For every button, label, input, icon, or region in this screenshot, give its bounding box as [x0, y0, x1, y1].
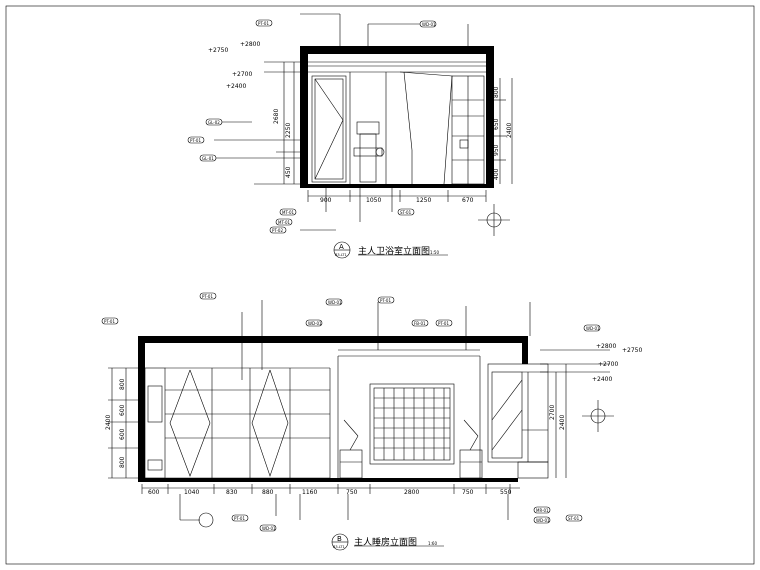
- b-elev-2700: +2700: [598, 361, 618, 368]
- a-height-450: 450: [285, 166, 292, 178]
- elevation-a: [214, 13, 513, 256]
- b-height-600b: 600: [119, 428, 126, 440]
- a-tag-8: MT-01: [278, 220, 291, 225]
- b-labels: 2400 800 600 600 800 +2800 +2750 +2700 +…: [105, 343, 642, 496]
- a-floor-slab: [300, 184, 494, 188]
- a-width-1050: 1050: [366, 197, 381, 204]
- b-tag-12: ST-01: [568, 516, 580, 521]
- b-width-750a: 750: [346, 489, 358, 496]
- b-height-600a: 600: [119, 404, 126, 416]
- a-tag-5: GL-02: [208, 120, 220, 125]
- a-tag-4: GL-01: [202, 156, 214, 161]
- a-title: 主人卫浴室立面图: [358, 245, 430, 257]
- a-width-1250: 1250: [416, 197, 431, 204]
- b-tag-10: WD-01: [262, 526, 276, 531]
- b-wall-left: [138, 336, 145, 482]
- a-tag-7: MT-01: [282, 210, 295, 215]
- b-title: 主人睡房立面图: [354, 536, 417, 548]
- b-tag-5: PT-01: [380, 298, 391, 303]
- a-height-r-2400: 2400: [506, 123, 513, 138]
- b-width-1040: 1040: [184, 489, 199, 496]
- a-scale: 1:50: [430, 250, 439, 255]
- a-tag-2: WD-01: [422, 22, 436, 27]
- b-bedside-right: [459, 419, 483, 479]
- a-height-r-650: 650: [493, 118, 500, 130]
- b-bedside-left: [339, 419, 363, 479]
- b-width-550: 550: [500, 489, 512, 496]
- a-elev-2400: +2400: [226, 83, 246, 90]
- sheet-border: [5, 5, 755, 565]
- a-tag-6: ST-01: [400, 210, 412, 215]
- b-scale: 1:60: [428, 541, 437, 546]
- b-marker-sub: B3-LT1: [333, 545, 345, 549]
- b-height-r-2700: 2700: [549, 405, 556, 420]
- elevation-b: [108, 300, 614, 547]
- b-tag-9: PT-01: [234, 516, 245, 521]
- b-glass-partition: [487, 363, 549, 479]
- b-width-2800: 2800: [404, 489, 419, 496]
- a-elev-2800: +2800: [240, 41, 260, 48]
- a-title-block: A B3-LT1 主人卫浴室立面图 1:50: [333, 241, 439, 259]
- b-tag-6: FB-01: [414, 321, 426, 326]
- a-height-r-800: 800: [493, 86, 500, 98]
- b-width-1160: 1160: [302, 489, 317, 496]
- b-tag-3: WD-01: [308, 321, 322, 326]
- a-height-2250: 2250: [285, 123, 292, 138]
- b-width-830: 830: [226, 489, 238, 496]
- a-marker-sub: B3-LT1: [335, 253, 347, 257]
- a-height-r-400: 400: [493, 168, 500, 180]
- b-wall-right-upper: [522, 336, 528, 364]
- b-tag-4: WD-01: [328, 300, 342, 305]
- b-elev-2400: +2400: [592, 376, 612, 383]
- a-tag-9: PT-02: [272, 228, 283, 233]
- a-wall-top: [300, 46, 494, 54]
- a-elev-2750: +2750: [208, 47, 228, 54]
- a-cabinet: [451, 75, 485, 185]
- b-elev-2800: +2800: [596, 343, 616, 350]
- b-wall-top-mid: [338, 336, 528, 343]
- b-width-600: 600: [148, 489, 160, 496]
- b-title-block: B B3-LT1 主人睡房立面图 1:60: [331, 533, 437, 551]
- b-tag-8: WD-01: [586, 326, 600, 331]
- b-height-2400: 2400: [105, 415, 112, 430]
- b-tag-11: MR-01: [536, 508, 549, 513]
- b-height-800a: 800: [119, 378, 126, 390]
- b-width-750b: 750: [462, 489, 474, 496]
- b-tag-7: PT-01: [438, 321, 449, 326]
- a-elev-2700: +2700: [232, 71, 252, 78]
- b-elev-2750: +2750: [622, 347, 642, 354]
- b-marker-letter: B: [337, 535, 342, 543]
- a-wall-right: [486, 46, 494, 188]
- a-width-670: 670: [462, 197, 474, 204]
- b-width-880: 880: [262, 489, 274, 496]
- a-width-900: 900: [320, 197, 332, 204]
- b-wardrobe: [144, 367, 331, 479]
- b-height-800b: 800: [119, 456, 126, 468]
- b-height-r-2400: 2400: [559, 415, 566, 430]
- b-wall-top-left: [138, 336, 338, 343]
- a-labels: +2750 +2800 +2700 +2400 2680 2250 450 80…: [208, 41, 513, 204]
- b-tag-1: PT-01: [104, 319, 115, 324]
- a-toilet: [353, 121, 385, 183]
- b-bedhead: [337, 349, 481, 478]
- a-height-r-950: 950: [493, 144, 500, 156]
- a-shower-door: [311, 75, 347, 183]
- b-material-tags: PT-01 PT-01 WD-01 WD-01 PT-01 FB-01 PT-0…: [101, 292, 601, 532]
- b-tag-13: WD-01: [536, 518, 550, 523]
- a-marker-letter: A: [339, 243, 344, 251]
- a-tag-1: PT-01: [258, 21, 269, 26]
- a-material-tags: PT-01 WD-01 PT-01 GL-01 GL-02 ST-01 MT-0…: [187, 19, 437, 234]
- b-tag-2: PT-01: [202, 294, 213, 299]
- a-wall-left: [300, 46, 308, 188]
- b-section-mark-2: [198, 512, 214, 528]
- a-height-2680: 2680: [273, 109, 280, 124]
- b-floor-slab: [138, 478, 518, 482]
- a-tag-3: PT-01: [190, 138, 201, 143]
